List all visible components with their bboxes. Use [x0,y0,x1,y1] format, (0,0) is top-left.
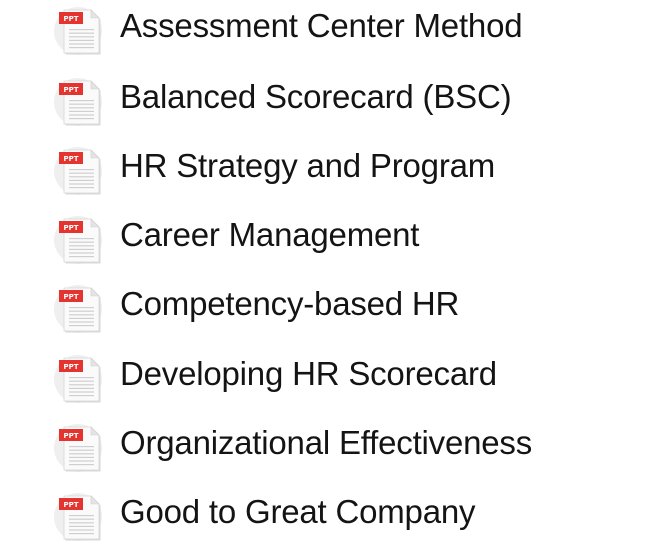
list-item[interactable]: PPT Assessment Center Method [0,0,670,60]
item-label[interactable]: Organizational Effectiveness [120,424,533,461]
list-item[interactable]: PPT HR Strategy and Program [0,131,670,200]
list-item[interactable]: PPT Developing HR Scorecard [0,339,670,408]
item-label[interactable]: Balanced Scorecard (BSC) [120,78,512,115]
list-item[interactable]: PPT Good to Great Company [0,477,670,546]
ppt-file-icon: PPT [50,489,108,543]
ppt-badge-label: PPT [63,363,78,371]
item-label[interactable]: Assessment Center Method [120,7,523,44]
ppt-badge-label: PPT [63,224,78,232]
ppt-badge-label: PPT [63,501,78,509]
ppt-badge-label: PPT [63,155,78,163]
item-label[interactable]: Developing HR Scorecard [120,355,497,392]
ppt-badge-label: PPT [63,293,78,301]
ppt-file-icon: PPT [50,143,108,197]
list-item[interactable]: PPT Balanced Scorecard (BSC) [0,62,670,131]
ppt-file-icon: PPT [50,3,108,57]
list-item[interactable]: PPT Career Management [0,200,670,269]
ppt-badge-label: PPT [63,15,78,23]
ppt-badge-label: PPT [63,86,78,94]
ppt-file-icon: PPT [50,351,108,405]
item-label[interactable]: Career Management [120,216,420,253]
item-label[interactable]: Good to Great Company [120,493,476,530]
list-item[interactable]: PPT Organizational Effectiveness [0,408,670,477]
ppt-file-icon: PPT [50,281,108,335]
ppt-file-icon: PPT [50,212,108,266]
list-item[interactable]: PPT Competency-based HR [0,269,670,338]
item-label[interactable]: HR Strategy and Program [120,147,496,184]
item-label[interactable]: Competency-based HR [120,285,460,322]
ppt-file-icon: PPT [50,74,108,128]
ppt-badge-label: PPT [63,432,78,440]
ppt-file-icon: PPT [50,420,108,474]
